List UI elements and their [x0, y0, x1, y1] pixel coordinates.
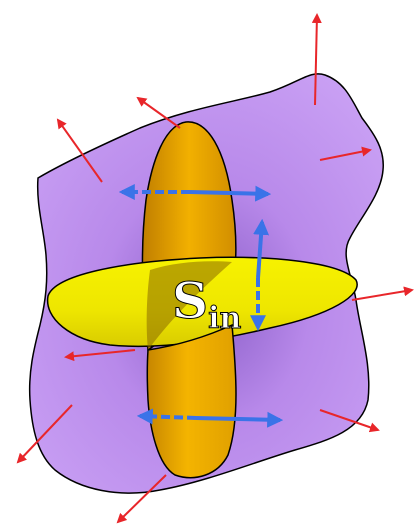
tangent-arrow-lower-left	[140, 416, 196, 418]
surface-label-subscript: in	[208, 301, 241, 336]
tangent-arrow-lower-right	[196, 418, 280, 420]
surface-label-main: S	[172, 271, 208, 330]
normal-arrow-right-middle	[352, 290, 412, 300]
vertical-disc-bottom	[147, 325, 236, 478]
tangent-arrow-upper-right	[190, 192, 268, 194]
